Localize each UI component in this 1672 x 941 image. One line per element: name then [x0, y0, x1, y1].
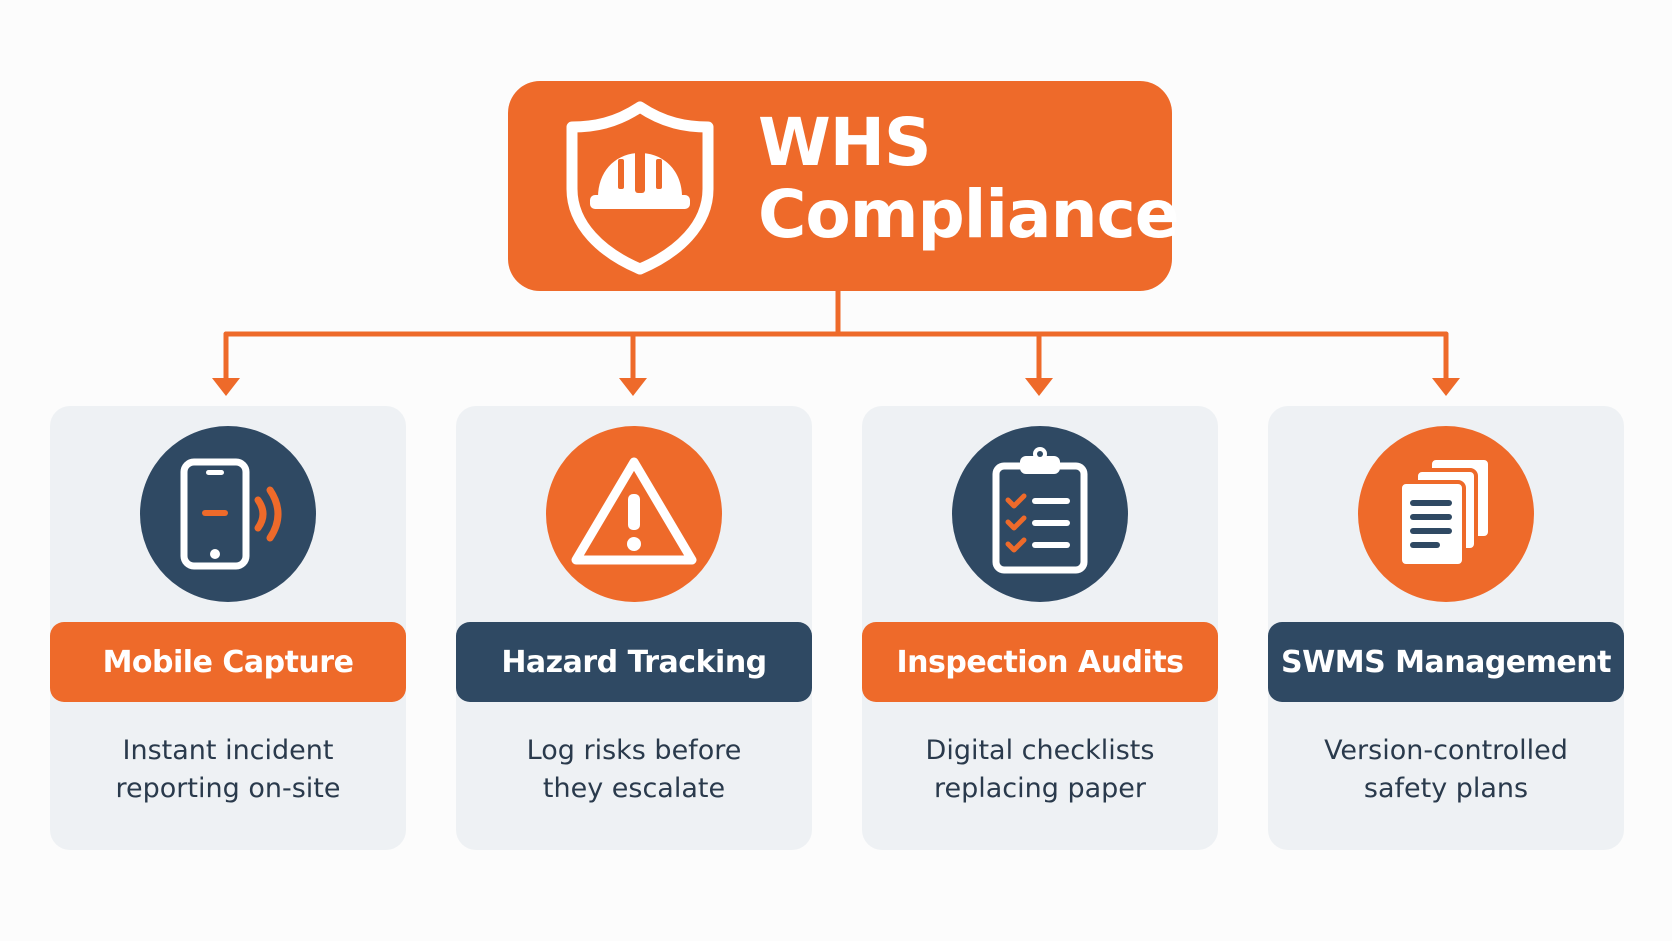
card-desc-line: Log risks before: [526, 735, 742, 766]
card-inspection-audits: Inspection Audits Digital checklists rep…: [862, 406, 1218, 850]
card-desc-swms-management: Version-controlled safety plans: [1288, 732, 1604, 808]
arrowhead-3: [1025, 378, 1053, 396]
card-title-inspection-audits: Inspection Audits: [862, 622, 1218, 702]
card-swms-management: SWMS Management Version-controlled safet…: [1268, 406, 1624, 850]
root-title-line-1: WHS: [758, 104, 932, 181]
card-hazard-tracking: Hazard Tracking Log risks before they es…: [456, 406, 812, 850]
card-desc-mobile-capture: Instant incident reporting on-site: [70, 732, 386, 808]
card-desc-line: reporting on-site: [115, 773, 341, 804]
card-desc-line: safety plans: [1363, 773, 1529, 804]
arrowhead-2: [619, 378, 647, 396]
document-stack-icon: [1358, 426, 1534, 602]
card-mobile-capture: Mobile Capture Instant incident reportin…: [50, 406, 406, 850]
root-node-whs-compliance: WHS Compliance: [508, 81, 1179, 291]
clipboard-checklist-icon: [952, 426, 1128, 602]
card-title-swms-management: SWMS Management: [1268, 622, 1624, 702]
card-title-mobile-capture: Mobile Capture: [50, 622, 406, 702]
card-desc-line: Version-controlled: [1324, 735, 1568, 766]
warning-triangle-icon: [546, 426, 722, 602]
shield-hardhat-icon: [566, 101, 714, 275]
card-desc-line: replacing paper: [933, 773, 1147, 804]
card-title-hazard-tracking: Hazard Tracking: [456, 622, 812, 702]
card-desc-line: Digital checklists: [925, 735, 1155, 766]
card-desc-line: Instant incident: [122, 735, 334, 766]
card-desc-hazard-tracking: Log risks before they escalate: [476, 732, 792, 808]
card-desc-line: they escalate: [542, 773, 726, 804]
mobile-signal-icon: [140, 426, 316, 602]
root-title: WHS Compliance: [758, 104, 1179, 253]
arrowhead-4: [1432, 378, 1460, 396]
arrowhead-1: [212, 378, 240, 396]
root-title-line-2: Compliance: [758, 176, 1179, 253]
card-desc-inspection-audits: Digital checklists replacing paper: [882, 732, 1198, 808]
